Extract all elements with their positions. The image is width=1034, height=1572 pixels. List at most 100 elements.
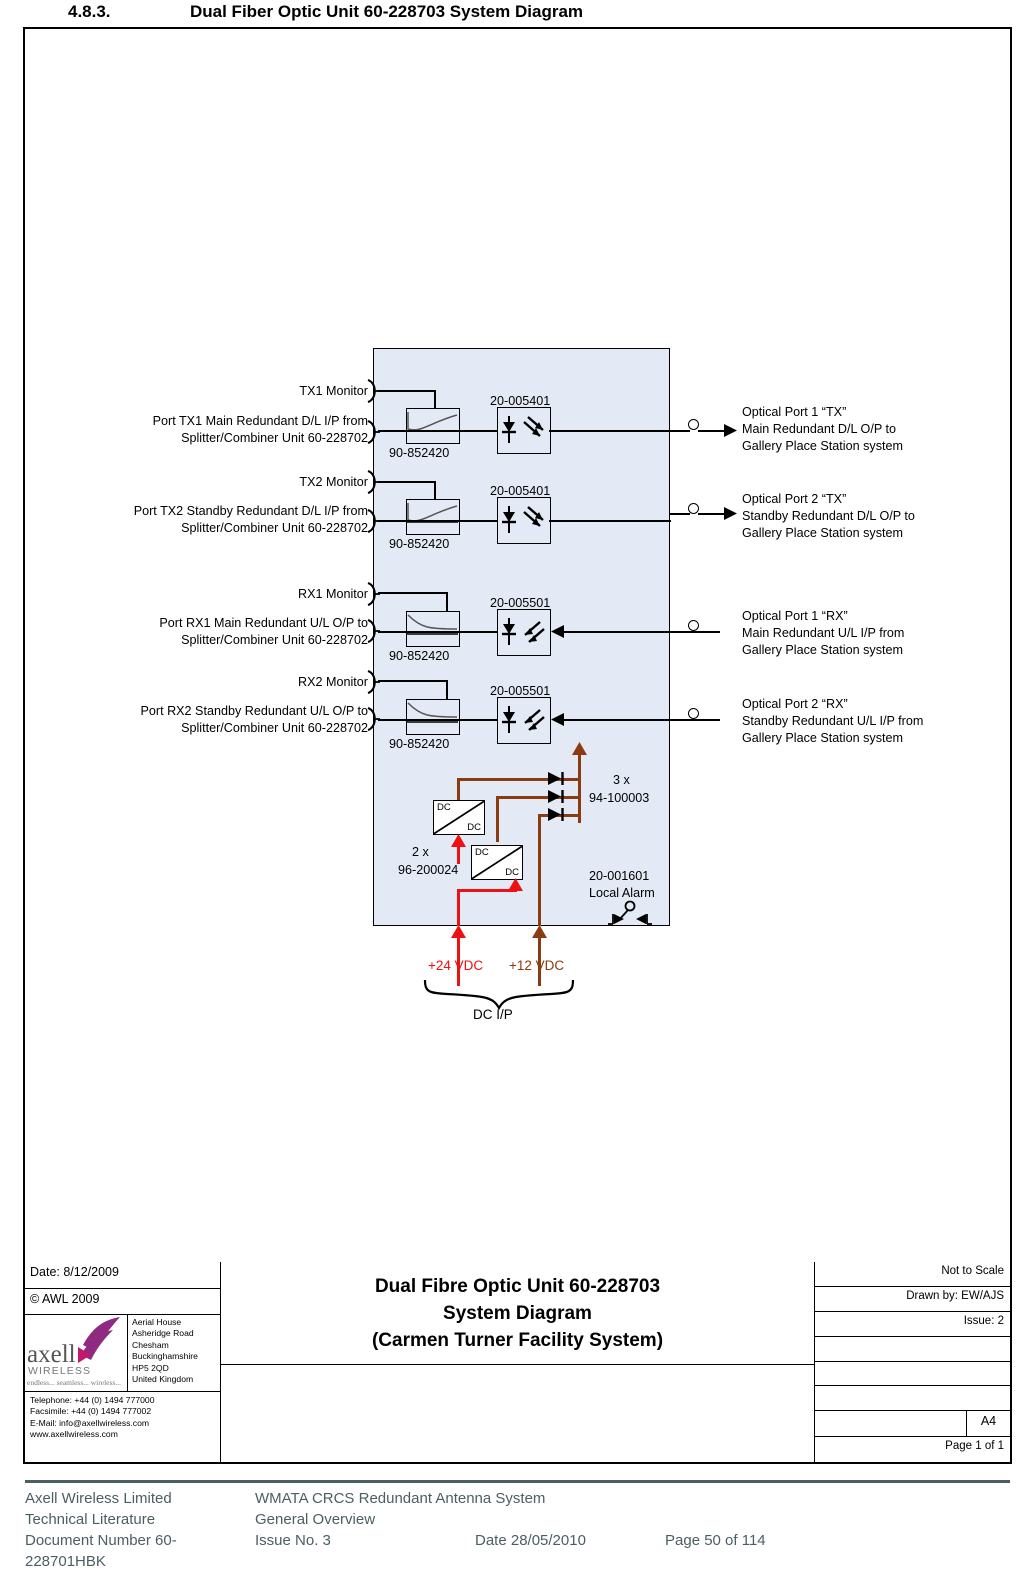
label-optical-port-1-tx-l3: Gallery Place Station system	[742, 439, 903, 453]
label-optical-port-2-rx-l3: Gallery Place Station system	[742, 731, 903, 745]
connector-tx1-port	[366, 419, 380, 445]
wire-tx1-monitor-v	[434, 390, 436, 410]
label-optical-port-1-rx-l3: Gallery Place Station system	[742, 643, 903, 657]
external-12v-riser	[538, 814, 541, 926]
label-optical-port-2-tx-l3: Gallery Place Station system	[742, 526, 903, 540]
arrow-tx2-out	[724, 507, 737, 525]
address-line-5: HP5 2QD	[132, 1362, 169, 1373]
label-rx1-port-line2: Splitter/Combiner Unit 60-228702	[181, 633, 368, 647]
section-title: Dual Fiber Optic Unit 60-228703 System D…	[190, 2, 584, 21]
field-paper-size-row: A4	[815, 1411, 1010, 1438]
optical-receiver-rx1	[497, 609, 551, 656]
wire-24v-internal	[457, 889, 460, 926]
arrow-24v-up	[451, 925, 466, 943]
footer-row-3: Document Number 60-228701HBK Issue No. 3…	[25, 1530, 1010, 1572]
partnum-coupler-tx1: 90-852420	[389, 446, 450, 460]
wire-tx2-in	[378, 520, 508, 523]
partnum-coupler-tx2: 90-852420	[389, 537, 450, 551]
dcdc1-input-label: DC	[437, 802, 451, 813]
footer-page: Page 50 of 114	[665, 1532, 766, 1549]
coupler-tx1	[406, 408, 460, 444]
arrow-24v-dcdc1	[451, 834, 466, 852]
title-block-center: Dual Fibre Optic Unit 60-228703 System D…	[221, 1262, 814, 1462]
label-tx2-port-line1: Port TX2 Standby Redundant D/L I/P from	[133, 504, 368, 518]
partnum-optmod-tx1: 20-005401	[490, 394, 551, 408]
footer-rule	[25, 1480, 1010, 1483]
coupler-rx1	[406, 611, 460, 647]
field-copyright: © AWL 2009	[25, 1289, 220, 1315]
arrow-tx1-out	[724, 424, 737, 442]
field-date: Date: 8/12/2009	[25, 1262, 220, 1289]
label-12vdc: +12 VDC	[509, 958, 565, 973]
label-optical-port-1-rx-l1: Optical Port 1 “RX”	[742, 609, 848, 623]
system-diagram: TX1 Monitor Port TX1 Main Redundant D/L …	[133, 348, 923, 1022]
arrow-rx2-in	[551, 713, 564, 731]
wire-tx2-arrow-line	[698, 513, 730, 515]
coupler-tx2	[406, 499, 460, 535]
page-footer: Axell Wireless Limited WMATA CRCS Redund…	[25, 1480, 1010, 1572]
contact-email[interactable]: E-Mail: info@axellwireless.com	[30, 1417, 150, 1428]
partnum-diodes: 94-100003	[589, 791, 650, 805]
wire-rx2-in	[562, 719, 720, 721]
optical-port-1-tx-connector	[688, 419, 699, 430]
footer-section: General Overview	[255, 1511, 376, 1528]
label-24vdc: +24 VDC	[428, 958, 484, 973]
wire-rx2-monitor-v	[446, 680, 448, 702]
wire-12v-input	[538, 928, 541, 986]
label-optical-port-2-rx-l1: Optical Port 2 “RX”	[742, 697, 848, 711]
dcdc1-output-label: DC	[467, 822, 481, 833]
dcdc2-input-label: DC	[475, 847, 489, 858]
wire-tx1-in	[378, 430, 508, 432]
wire-rx1-out	[378, 631, 508, 634]
arrow-12v-up	[532, 925, 547, 943]
label-optical-port-1-tx-l1: Optical Port 1 “TX”	[742, 405, 847, 419]
contact-telephone: Telephone: +44 (0) 1494 777000	[30, 1395, 155, 1405]
address-line-1: Aerial House	[132, 1317, 182, 1327]
wire-tx2-portlead	[670, 513, 690, 515]
axell-wireless-logo: axell WIRELESS endless... seamless... wi…	[25, 1315, 128, 1391]
footer-issue: Issue No. 3	[255, 1532, 331, 1549]
label-tx2-port-line2: Splitter/Combiner Unit 60-228702	[181, 521, 368, 535]
label-optical-port-1-rx-l2: Main Redundant U/L I/P from	[742, 626, 905, 640]
optical-port-2-tx-connector	[688, 503, 699, 514]
svg-text:endless... seamless... wireles: endless... seamless... wireless...	[27, 1378, 121, 1387]
wire-24v-branch	[457, 889, 517, 892]
wire-tx2-out	[549, 520, 671, 523]
power-bus-vertical	[578, 775, 581, 823]
partnum-coupler-rx2: 90-852420	[389, 737, 450, 751]
connector-rx2-monitor	[366, 669, 380, 695]
arrow-rx1-in	[551, 625, 564, 643]
dcdc2-out-riser	[496, 796, 499, 842]
footer-docnum: Document Number 60-228701HBK	[25, 1532, 177, 1570]
title-block-right: Not to Scale Drawn by: EW/AJS Issue: 2 A…	[814, 1262, 1010, 1462]
label-rx1-monitor: RX1 Monitor	[298, 587, 368, 601]
arrow-power-bus-up	[572, 742, 587, 760]
wire-rx2-monitor-h	[378, 680, 448, 682]
qty-diodes: 3 x	[613, 773, 630, 787]
partnum-dcdc: 96-200024	[398, 863, 459, 877]
dcdc-converter-1: DC DC	[433, 800, 485, 835]
partnum-optmod-tx2: 20-005401	[490, 484, 551, 498]
coupler-rx2	[406, 699, 460, 735]
partnum-coupler-rx1: 90-852420	[389, 649, 450, 663]
wire-rx1-monitor-h	[378, 592, 448, 594]
field-blank-1	[815, 1337, 1010, 1362]
contact-website[interactable]: www.axellwireless.com	[30, 1429, 118, 1440]
dcdc-converter-2: DC DC	[471, 845, 523, 880]
diode-icon-1	[546, 771, 568, 791]
diode-icon-2	[546, 789, 568, 809]
drawing-title-line-2: System Diagram	[443, 1302, 592, 1324]
partnum-optmod-rx1: 20-005501	[490, 596, 551, 610]
drawing-title: Dual Fibre Optic Unit 60-228703 System D…	[221, 1262, 814, 1365]
field-paper-size: A4	[966, 1411, 1010, 1437]
field-issue: Issue: 2	[815, 1312, 1010, 1337]
qty-dcdc: 2 x	[412, 845, 429, 859]
field-page-of: Page 1 of 1	[945, 1440, 1004, 1453]
power-bus-riser	[578, 745, 581, 795]
label-optical-port-1-tx-l2: Main Redundant D/L O/P to	[742, 422, 897, 436]
address-line-3: Chesham	[132, 1339, 169, 1350]
label-optical-port-2-tx-l1: Optical Port 2 “TX”	[742, 492, 847, 506]
label-rx2-monitor: RX2 Monitor	[298, 675, 368, 689]
field-scale: Not to Scale	[815, 1262, 1010, 1287]
wire-tx1-portlead	[670, 430, 690, 432]
